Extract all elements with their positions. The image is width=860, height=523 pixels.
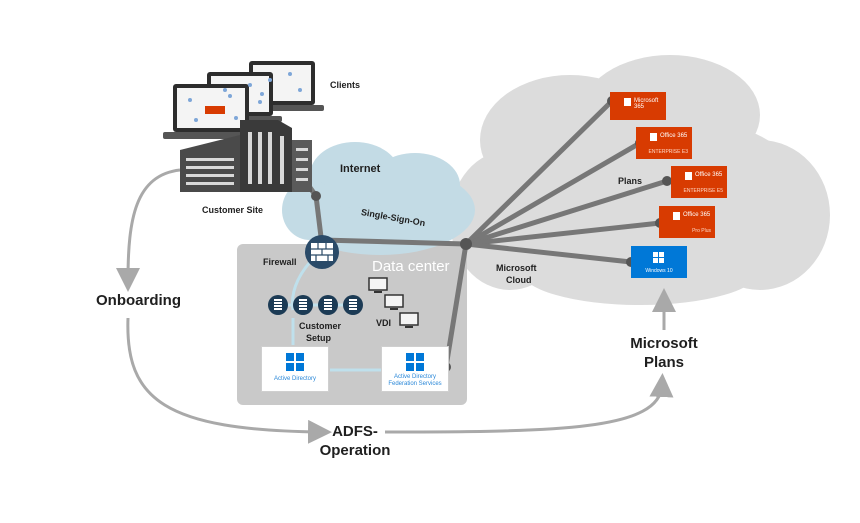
flow-arrows bbox=[116, 168, 676, 444]
adfs-operation-line2: Operation bbox=[319, 442, 391, 459]
adfs-label-line2: Federation Services bbox=[388, 381, 442, 387]
server-icon bbox=[318, 295, 338, 315]
customer-setup-label-line1: Customer bbox=[299, 321, 342, 331]
adfs-box: Active Directory Federation Services bbox=[381, 346, 449, 392]
firewall-icon bbox=[305, 235, 339, 269]
windows-logo-icon bbox=[286, 353, 304, 371]
tile-title: Microsoft 365 bbox=[634, 98, 659, 110]
plan-tile-windows10: Windows 10 bbox=[631, 246, 687, 278]
onboarding-label: Onboarding bbox=[96, 292, 181, 309]
laptop-screen-dots bbox=[188, 72, 302, 122]
tile-subtitle: ENTERPRISE E5 bbox=[683, 188, 723, 194]
windows-logo-icon bbox=[653, 252, 664, 263]
active-directory-label: Active Directory bbox=[273, 376, 316, 382]
adfs-operation-line1: ADFS- bbox=[332, 423, 378, 440]
microsoft-plans-line2: Plans bbox=[643, 354, 685, 371]
server-icon bbox=[293, 295, 313, 315]
plan-tile-microsoft365: Microsoft 365 bbox=[610, 92, 666, 120]
server-icon bbox=[343, 295, 363, 315]
customer-setup-label-line2: Setup bbox=[306, 333, 332, 343]
microsoft-cloud-label-line1: Microsoft bbox=[496, 263, 537, 273]
tile-subtitle: ENTERPRISE E3 bbox=[648, 149, 688, 155]
internet-label: Internet bbox=[340, 163, 381, 175]
desktop-icon bbox=[368, 277, 419, 328]
tile-title: Office 365 bbox=[660, 133, 688, 139]
tile-subtitle: Pro Plus bbox=[692, 228, 711, 234]
office-logo-icon bbox=[205, 106, 225, 114]
server-icon bbox=[268, 295, 288, 315]
microsoft-plans-line1: Microsoft bbox=[630, 335, 698, 352]
tile-title: Office 365 bbox=[695, 172, 723, 178]
firewall-label: Firewall bbox=[263, 257, 297, 267]
active-directory-box: Active Directory bbox=[261, 346, 329, 392]
vdi-label: VDI bbox=[376, 318, 392, 328]
office-logo-icon bbox=[650, 133, 657, 141]
building-icon bbox=[180, 120, 312, 192]
tile-title: Office 365 bbox=[683, 212, 711, 218]
office-logo-icon bbox=[685, 172, 692, 180]
internet-cloud-shape bbox=[282, 142, 475, 255]
microsoft-plans-label: Microsoft Plans bbox=[624, 334, 704, 372]
plan-tile-proplus: Office 365 Pro Plus bbox=[659, 206, 715, 238]
clients-label: Clients bbox=[330, 80, 361, 90]
microsoft-cloud-label-line2: Cloud bbox=[506, 275, 532, 285]
data-center-label: Data center bbox=[372, 258, 450, 275]
tile-title: Windows 10 bbox=[645, 268, 673, 274]
office-logo-icon bbox=[624, 98, 631, 106]
plan-tile-e3: Office 365 ENTERPRISE E3 bbox=[636, 127, 692, 159]
plans-label: Plans bbox=[618, 176, 643, 186]
plan-tile-e5: Office 365 ENTERPRISE E5 bbox=[671, 166, 727, 198]
adfs-label-line1: Active Directory bbox=[393, 374, 436, 380]
adfs-operation-label: ADFS- Operation bbox=[316, 422, 394, 460]
office-logo-icon bbox=[673, 212, 680, 220]
windows-logo-icon bbox=[406, 353, 424, 371]
customer-site-label: Customer Site bbox=[202, 205, 264, 215]
